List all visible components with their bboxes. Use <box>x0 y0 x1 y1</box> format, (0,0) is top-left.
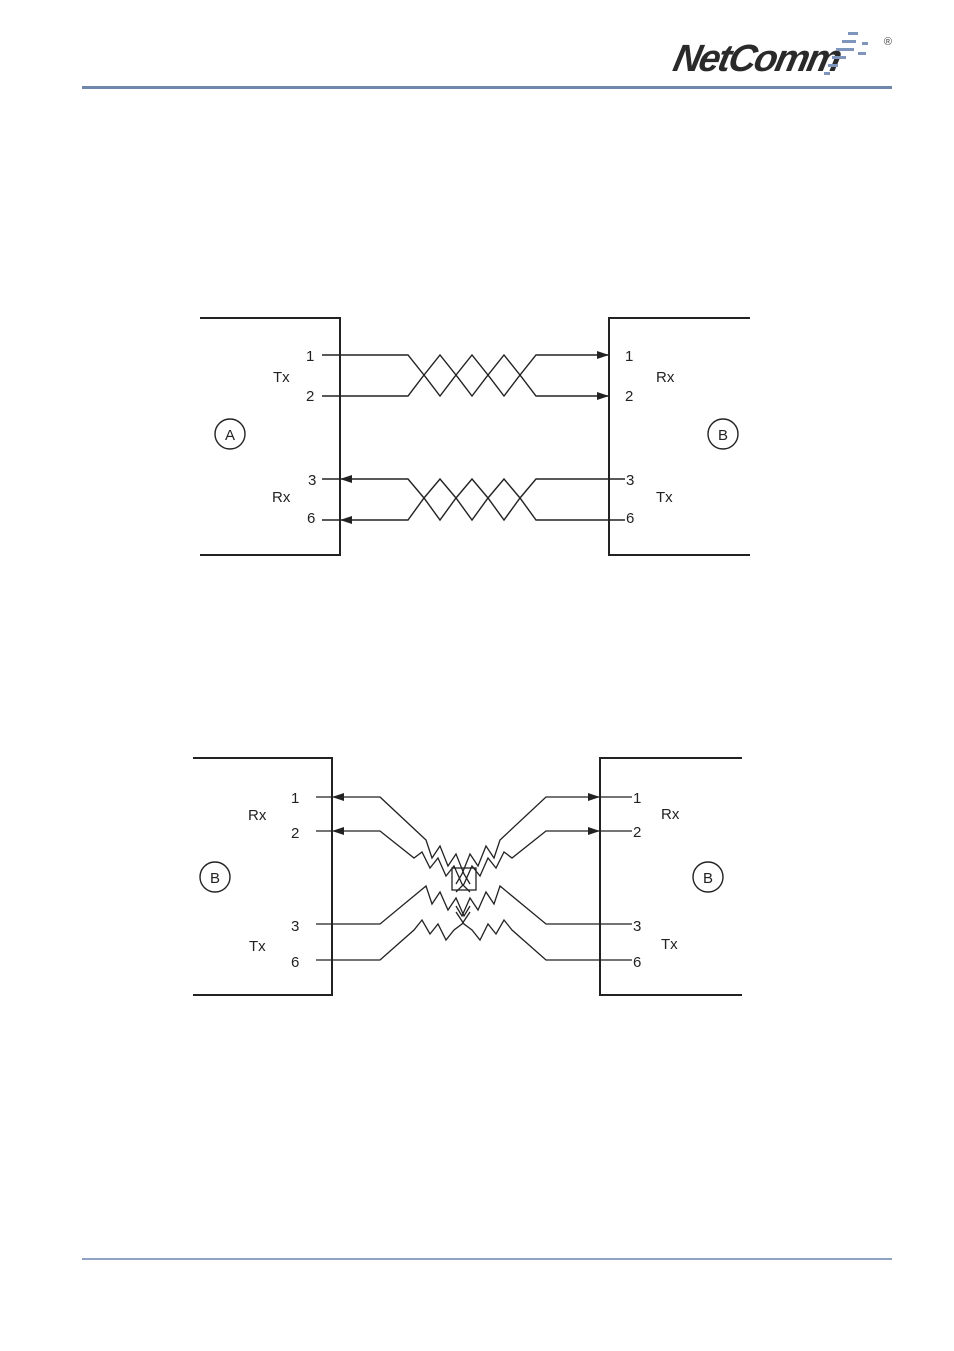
wire-right-tx-6 <box>456 912 632 960</box>
right2-tx-label: Tx <box>661 936 678 953</box>
wire-right-tx-3 <box>456 886 632 924</box>
arrow-right-icon <box>588 793 600 801</box>
right2-pin-6: 6 <box>633 954 641 971</box>
right2-pin-3: 3 <box>633 918 641 935</box>
left2-pin-3: 3 <box>291 918 299 935</box>
right2-rx-label: Rx <box>661 806 680 823</box>
device-right-b-label: B <box>703 870 713 887</box>
wire-left-tx-6 <box>316 912 470 960</box>
left2-pin-1: 1 <box>291 790 299 807</box>
arrow-left-icon <box>332 793 344 801</box>
crossover-diagram: B B Rx Tx 1 2 3 6 Rx Tx 1 2 3 6 <box>0 0 954 1100</box>
right2-pin-2: 2 <box>633 824 641 841</box>
left2-pin-6: 6 <box>291 954 299 971</box>
right2-pin-1: 1 <box>633 790 641 807</box>
left2-tx-label: Tx <box>249 938 266 955</box>
device-left-b-label: B <box>210 870 220 887</box>
arrow-left-icon <box>332 827 344 835</box>
left2-pin-2: 2 <box>291 825 299 842</box>
wire-right-rx-2 <box>456 831 632 892</box>
left2-rx-label: Rx <box>248 807 267 824</box>
arrow-right-icon <box>588 827 600 835</box>
wire-left-tx-3 <box>316 886 470 924</box>
footer-rule <box>82 1258 892 1260</box>
